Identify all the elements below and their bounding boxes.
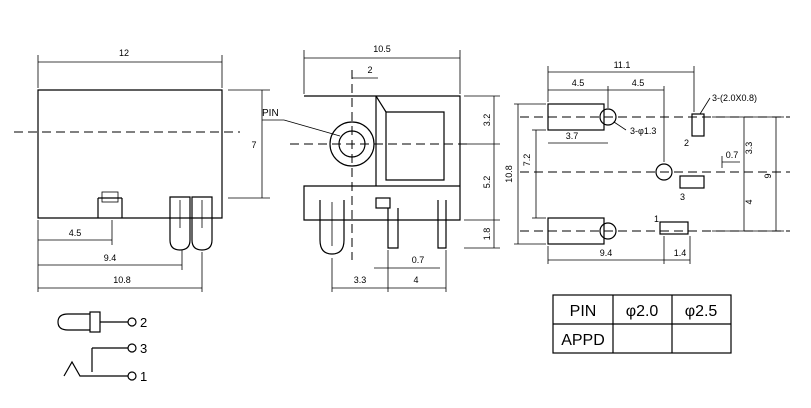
dim-side-width: 10.5 <box>373 44 391 54</box>
dim-front-pin-offset: 4.5 <box>69 228 82 238</box>
pcb-layout: 11.1 4.5 4.5 3.7 3-φ1.3 3-(2.0X0.8) 10.8… <box>504 60 790 264</box>
dim-front-width: 12 <box>119 48 129 58</box>
table-header-pin: PIN <box>570 303 597 320</box>
dim-pcb-bottom-offset: 1.4 <box>674 248 687 258</box>
dim-side-right-pitch: 4 <box>413 275 418 285</box>
schematic-pin-2: 2 <box>140 315 147 330</box>
slot-3 <box>679 175 705 189</box>
dim-side-upper: 3.2 <box>482 114 492 127</box>
dim-pcb-bottom-span: 9.4 <box>600 248 613 258</box>
schematic-pin-1: 1 <box>140 369 147 384</box>
dim-front-pin-span: 9.4 <box>104 253 117 263</box>
dim-front-depth: 10.8 <box>113 275 131 285</box>
slot-number-2: 2 <box>684 138 689 148</box>
slot-2 <box>691 113 705 137</box>
dim-pcb-hole-spacing: 3.7 <box>566 131 579 141</box>
spec-table: PIN φ2.0 φ2.5 APPD <box>552 294 732 354</box>
slot-number-1: 1 <box>654 214 659 224</box>
dim-pcb-lower-offset: 4 <box>744 199 754 204</box>
table-header-2-5: φ2.5 <box>685 303 718 320</box>
front-pin-left <box>169 196 191 251</box>
schematic-symbol: 2 3 1 <box>57 311 147 384</box>
dim-side-left-pitch: 3.3 <box>354 275 367 285</box>
front-view: 12 7 4.5 9.4 10.8 <box>14 48 270 292</box>
dim-front-height: 7 <box>251 140 256 150</box>
dim-pcb-left-height: 10.8 <box>504 165 514 183</box>
dim-pcb-total-width: 11.1 <box>614 60 631 70</box>
table-header-2-0: φ2.0 <box>626 303 659 320</box>
side-body-outline <box>303 95 461 221</box>
dim-pcb-inner-height: 7.2 <box>522 154 532 167</box>
dim-pcb-slot-width: 0.7 <box>726 150 739 160</box>
hole-middle <box>655 163 673 181</box>
table-row-label: APPD <box>561 332 605 349</box>
dim-side-offset: 2 <box>367 65 372 75</box>
side-view: 10.5 2 PIN 3.2 5.2 1.8 0.7 3.3 4 <box>262 44 500 292</box>
slot-1 <box>659 221 689 235</box>
front-pin-right <box>191 196 213 251</box>
front-body-outline <box>37 89 223 219</box>
dim-pcb-top-offset: 3.3 <box>744 142 754 155</box>
dim-pcb-left-span: 4.5 <box>572 78 585 88</box>
schematic-pin-3: 3 <box>140 341 147 356</box>
note-slot-size: 3-(2.0X0.8) <box>712 93 757 103</box>
dim-pcb-right-span: 4.5 <box>632 78 645 88</box>
note-hole-diameter: 3-φ1.3 <box>630 126 656 136</box>
dim-pcb-right-height: 9 <box>763 173 773 178</box>
hole-upper <box>599 108 617 126</box>
dim-side-pin-thickness: 0.7 <box>412 255 425 265</box>
slot-number-3: 3 <box>680 192 685 202</box>
hole-lower <box>599 222 617 240</box>
dim-side-lower: 5.2 <box>482 176 492 189</box>
dim-side-pin-length: 1.8 <box>482 228 492 241</box>
pin-label: PIN <box>262 108 279 119</box>
